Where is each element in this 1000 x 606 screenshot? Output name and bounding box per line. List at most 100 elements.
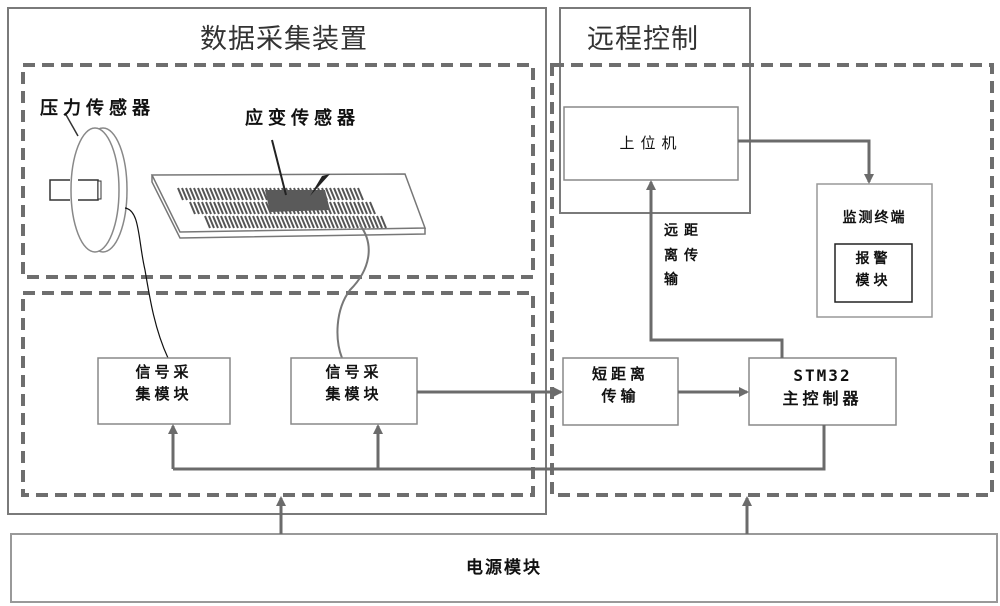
strain-sensor-drawing: [150, 139, 427, 239]
power-bus-line: [173, 425, 826, 471]
strain-gauge-hatch: [225, 201, 232, 215]
strain-gauge-hatch: [352, 215, 359, 229]
strain-gauge-hatch: [249, 201, 256, 215]
control-region-dashed: [550, 63, 994, 497]
strain-gauge-hatch: [208, 215, 215, 229]
strain-gauge-hatch: [217, 201, 224, 215]
strain-gauge-hatch: [205, 201, 212, 215]
strain-gauge-hatch: [268, 215, 275, 229]
strain-gauge-hatch: [308, 215, 315, 229]
strain-gauge-hatch: [357, 201, 364, 215]
remote-control-frame: [559, 7, 751, 214]
strain-gauge-hatch: [333, 201, 340, 215]
strain-gauge-hatch: [237, 201, 244, 215]
strain-gauge-hatch: [349, 187, 356, 201]
strain-gauge-hatch: [212, 215, 219, 229]
strain-gauge-hatch: [237, 187, 244, 201]
strain-gauge-hatch: [296, 215, 303, 229]
data-acquisition-frame: [7, 7, 547, 515]
strain-gauge-hatch: [364, 215, 371, 229]
signal-acquisition-box-2: [290, 357, 418, 425]
strain-gauge-hatch: [329, 187, 336, 201]
strain-gauge-hatch: [349, 201, 356, 215]
strain-gauge-hatch: [261, 187, 268, 201]
strain-gauge-hatch: [261, 201, 268, 215]
strain-gauge-hatch: [353, 187, 360, 201]
strain-gauge-hatch: [320, 215, 327, 229]
strain-gauge-hatch: [260, 215, 267, 229]
strain-gauge-hatch: [225, 187, 232, 201]
strain-gauge-hatch: [328, 215, 335, 229]
acquisition-region-dashed: [21, 291, 535, 497]
short-range-line1: 短距离: [591, 365, 649, 383]
stm32-line1: STM32: [793, 366, 852, 385]
data-acquisition-title: 数据采集装置: [200, 24, 368, 55]
strain-gauge-hatch: [216, 215, 223, 229]
strain-gauge-hatch: [221, 201, 228, 215]
monitor-terminal-label: 监测终端: [842, 210, 907, 226]
strain-gauge-hatch: [220, 215, 227, 229]
strain-gauge-hatch: [228, 215, 235, 229]
alarm-module-label: 报警 模块: [835, 248, 912, 293]
strain-gauge-hatch: [232, 215, 239, 229]
strain-gauge-hatch: [177, 187, 184, 201]
stm32-label: STM32 主控制器: [749, 364, 896, 410]
strain-gauge-hatch: [224, 215, 231, 229]
strain-gauge-hatch: [337, 201, 344, 215]
strain-gauge-hatch: [213, 187, 220, 201]
strain-gauge-hatch: [341, 187, 348, 201]
short-range-line2: 传输: [601, 386, 640, 405]
strain-gauge-hatch: [189, 201, 196, 215]
strain-gauge-hatch: [312, 215, 319, 229]
long-range-line2: 离传: [664, 247, 704, 264]
alarm-module-box: [834, 243, 913, 303]
strain-gauge-hatch: [300, 215, 307, 229]
pressure-sensor-drawing: [49, 112, 128, 253]
strain-gauge-hatch: [348, 215, 355, 229]
strain-gauge-hatch: [229, 201, 236, 215]
alarm-module-line2: 模块: [855, 273, 892, 290]
strain-gauge-hatch: [284, 215, 291, 229]
strain-gauge-hatch: [201, 201, 208, 215]
strain-gauge-hatch: [360, 215, 367, 229]
strain-gauge-hatch: [340, 215, 347, 229]
strain-gauge-hatch: [209, 201, 216, 215]
strain-gauge-hatch: [244, 215, 251, 229]
strain-gauge-hatch: [332, 215, 339, 229]
power-module-label: 电源模块: [466, 558, 542, 578]
signal-acquisition-1-line1: 信号采: [135, 363, 193, 381]
strain-gauge-hatch: [380, 215, 387, 229]
strain-gauge-hatch: [248, 215, 255, 229]
strain-gauge-hatch: [276, 215, 283, 229]
strain-gauge-hatch: [272, 215, 279, 229]
signal-acquisition-2-line2: 集模块: [325, 384, 383, 403]
strain-gauge-hatch: [264, 215, 271, 229]
strain-gauge-hatch: [253, 187, 260, 201]
strain-gauge-hatch: [292, 215, 299, 229]
strain-gauge-hatch: [253, 201, 260, 215]
strain-gauge-hatch: [185, 187, 192, 201]
strain-gauge-hatch: [345, 201, 352, 215]
strain-gauge-hatch: [193, 201, 200, 215]
strain-gauge-hatch: [369, 201, 376, 215]
strain-gauge-hatch: [204, 215, 211, 229]
strain-sensor-label: 应变传感器: [245, 108, 360, 129]
strain-gauge-hatch: [252, 215, 259, 229]
strain-gauge-hatch: [325, 187, 332, 201]
strain-gauge-hatch: [236, 215, 243, 229]
strain-gauge-hatch: [365, 201, 372, 215]
strain-gauge-hatch: [341, 201, 348, 215]
signal-acquisition-2-line1: 信号采: [325, 363, 383, 381]
strain-gauge-hatch: [221, 187, 228, 201]
strain-gauge-hatch: [368, 215, 375, 229]
host-pc-label: 上位机: [619, 134, 683, 152]
short-range-box: [562, 357, 679, 426]
short-range-label: 短距离 传输: [563, 364, 678, 408]
strain-gauge-hatch: [361, 201, 368, 215]
strain-gauge-hatch: [229, 187, 236, 201]
strain-gauge-hatch: [345, 187, 352, 201]
strain-gauge-hatch: [376, 215, 383, 229]
strain-sensor-cable: [336, 224, 370, 359]
host-pc-box: [563, 106, 739, 181]
